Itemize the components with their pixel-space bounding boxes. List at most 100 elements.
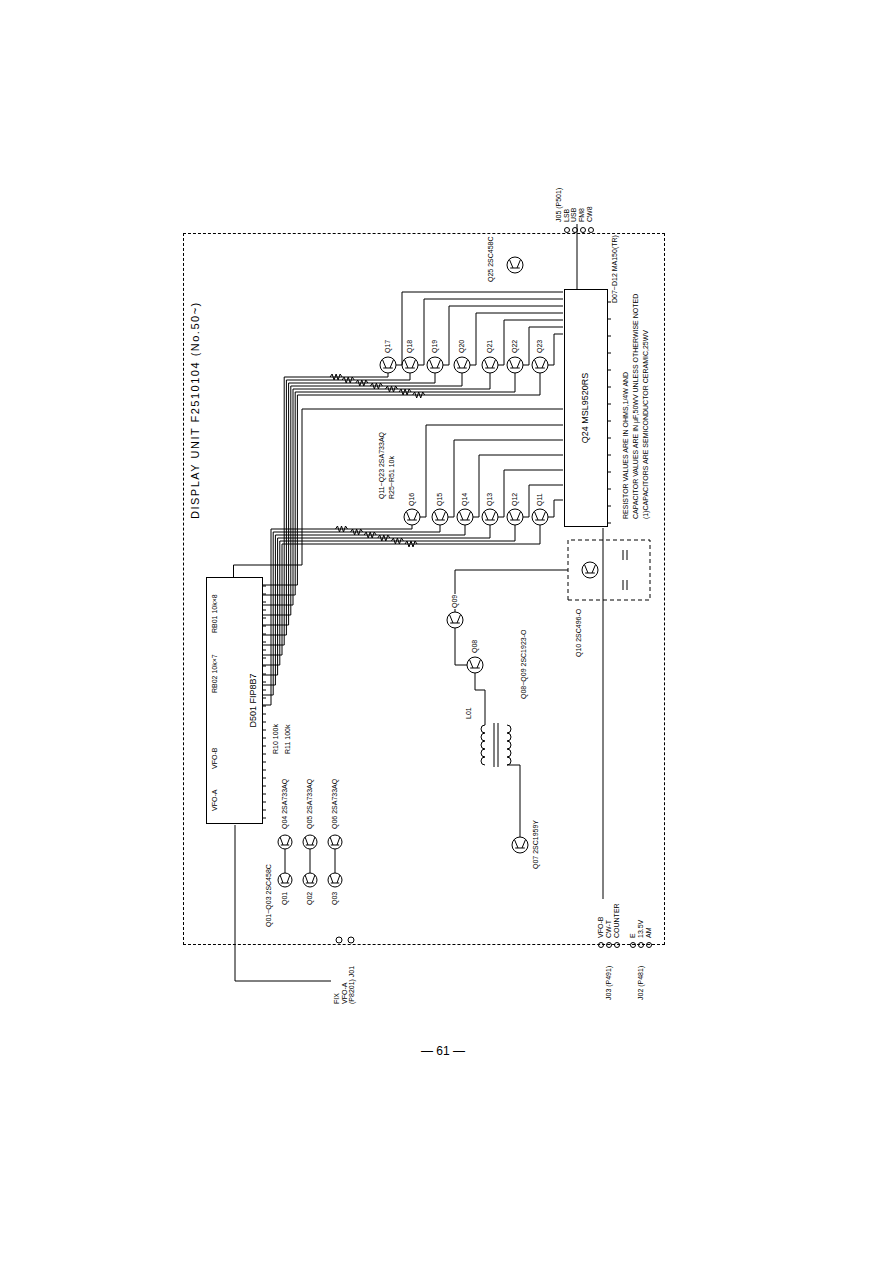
transistor-symbol — [407, 520, 417, 521]
transformer-coil — [481, 741, 485, 749]
transistor-symbol — [303, 835, 317, 849]
transistor-symbol — [429, 359, 433, 368]
part-label: Q09 — [451, 594, 459, 609]
transistor-symbol — [510, 520, 520, 521]
transistor-symbol — [330, 837, 333, 845]
part-label: CAPACITOR VALUES ARE IN μF,50WV UNLESS O… — [632, 293, 640, 520]
connector-pin — [348, 937, 354, 943]
part-label: D07~D12 MA150(TR) — [611, 234, 619, 304]
transistor-symbol — [534, 511, 538, 520]
resistor-symbol — [351, 529, 363, 535]
part-label: (1)CAPACITORS ARE SEMICONDUCTOR CERAMIC,… — [642, 329, 650, 520]
segment-wire — [473, 455, 563, 517]
part-label: Q11~Q23 2SA733AQ — [378, 431, 386, 500]
transistor-symbol — [281, 883, 289, 884]
transistor-symbol — [542, 359, 546, 368]
resistor-symbol — [364, 532, 376, 538]
transistor-symbol — [305, 875, 308, 883]
part-label: L01 — [465, 706, 473, 720]
transistor-symbol — [405, 368, 415, 369]
transistor-symbol — [312, 875, 315, 883]
part-label: R25~R51 10k — [388, 455, 396, 500]
transformer-core — [494, 723, 495, 767]
transistor-symbol — [532, 509, 548, 525]
connector-pin — [581, 228, 586, 233]
pin-name: (P8201) J01 — [348, 966, 356, 1004]
transistor-symbol — [382, 359, 386, 368]
transistor-symbol — [280, 837, 283, 845]
transistor-symbol — [435, 520, 445, 521]
node-heading: J02 (P481) — [637, 966, 645, 1000]
capacitor-symbol — [623, 580, 624, 590]
transistor-symbol — [437, 359, 441, 368]
part-label: RESISTOR VALUES ARE IN OHMS,1/4W AND — [622, 371, 630, 520]
part-label: Q05 2SA733AQ — [306, 778, 314, 830]
transistor-symbol — [482, 509, 498, 525]
transistor-symbol — [459, 511, 463, 520]
part-label: Q22 — [511, 339, 519, 354]
transistor-symbol — [442, 511, 446, 520]
transistor-symbol — [522, 839, 526, 848]
transistor-symbol — [485, 368, 495, 369]
transistor-symbol — [404, 359, 408, 368]
transistor-symbol — [514, 839, 518, 848]
transistor-symbol — [414, 511, 418, 520]
node-heading: D501 FIP8B7 — [249, 673, 259, 727]
transistor-symbol — [404, 509, 420, 525]
bus-wire — [262, 373, 515, 595]
connector-pin — [599, 943, 604, 948]
transistor-symbol — [456, 359, 460, 368]
pin-name: LSB — [563, 209, 571, 222]
wire — [507, 765, 520, 766]
transistor-symbol — [430, 368, 440, 369]
transistor-symbol — [492, 359, 496, 368]
wire — [455, 628, 467, 665]
transformer-coil — [481, 757, 485, 765]
part-label: Q02 — [306, 891, 314, 906]
wire — [285, 849, 286, 873]
segment-wire — [420, 425, 563, 517]
segment-wire — [498, 320, 563, 365]
pin-name: CW-T — [605, 920, 613, 938]
connector-wire — [234, 409, 564, 578]
bus-wire — [262, 525, 540, 655]
transistor-symbol — [464, 359, 468, 368]
transistor-symbol — [532, 357, 548, 373]
capacitor-symbol — [627, 580, 628, 590]
node-heading: J05 (P501) — [555, 188, 563, 222]
bus-wire — [262, 373, 388, 645]
transistor-symbol — [482, 357, 498, 373]
connector-pin — [589, 228, 594, 233]
transistor-symbol — [492, 511, 496, 520]
node-heading: DISPLAY UNIT F2510104 (No.50~) — [189, 301, 201, 519]
transistor-symbol — [507, 509, 523, 525]
part-label: Q17 — [384, 339, 392, 354]
transformer-coil — [507, 733, 511, 741]
part-label: Q16 — [408, 492, 416, 507]
transistor-symbol — [509, 259, 513, 268]
dashed-group — [568, 540, 650, 600]
transistor-symbol — [305, 837, 308, 845]
resistor-symbol — [399, 389, 411, 395]
node-layer: DISPLAY UNIT F2510104 (No.50~) D501 FIP8B… — [175, 180, 685, 1010]
transistor-symbol — [457, 614, 461, 623]
transistor-symbol — [585, 573, 595, 574]
connector-jack: J05 (P501)LSBUSBFM8CW8 — [553, 182, 601, 224]
resistor-symbol — [405, 541, 417, 547]
transistor-symbol — [534, 359, 538, 368]
connector-wire — [603, 528, 604, 899]
transformer-coil — [507, 725, 511, 733]
resistor-symbol — [378, 535, 390, 541]
transistor-symbol — [517, 259, 521, 268]
resistor-symbol — [391, 538, 403, 544]
connector-pin — [647, 943, 652, 948]
transistor-symbol — [512, 837, 528, 853]
connector-pin — [607, 943, 612, 948]
connector-pin — [639, 943, 644, 948]
transistor-symbol — [477, 659, 481, 668]
transformer-coil — [481, 725, 485, 733]
part-label: Q01~Q03 2SC458C — [265, 863, 273, 928]
transformer-coil — [507, 749, 511, 757]
transistor-symbol — [402, 357, 418, 373]
part-label: Q15 — [436, 492, 444, 507]
